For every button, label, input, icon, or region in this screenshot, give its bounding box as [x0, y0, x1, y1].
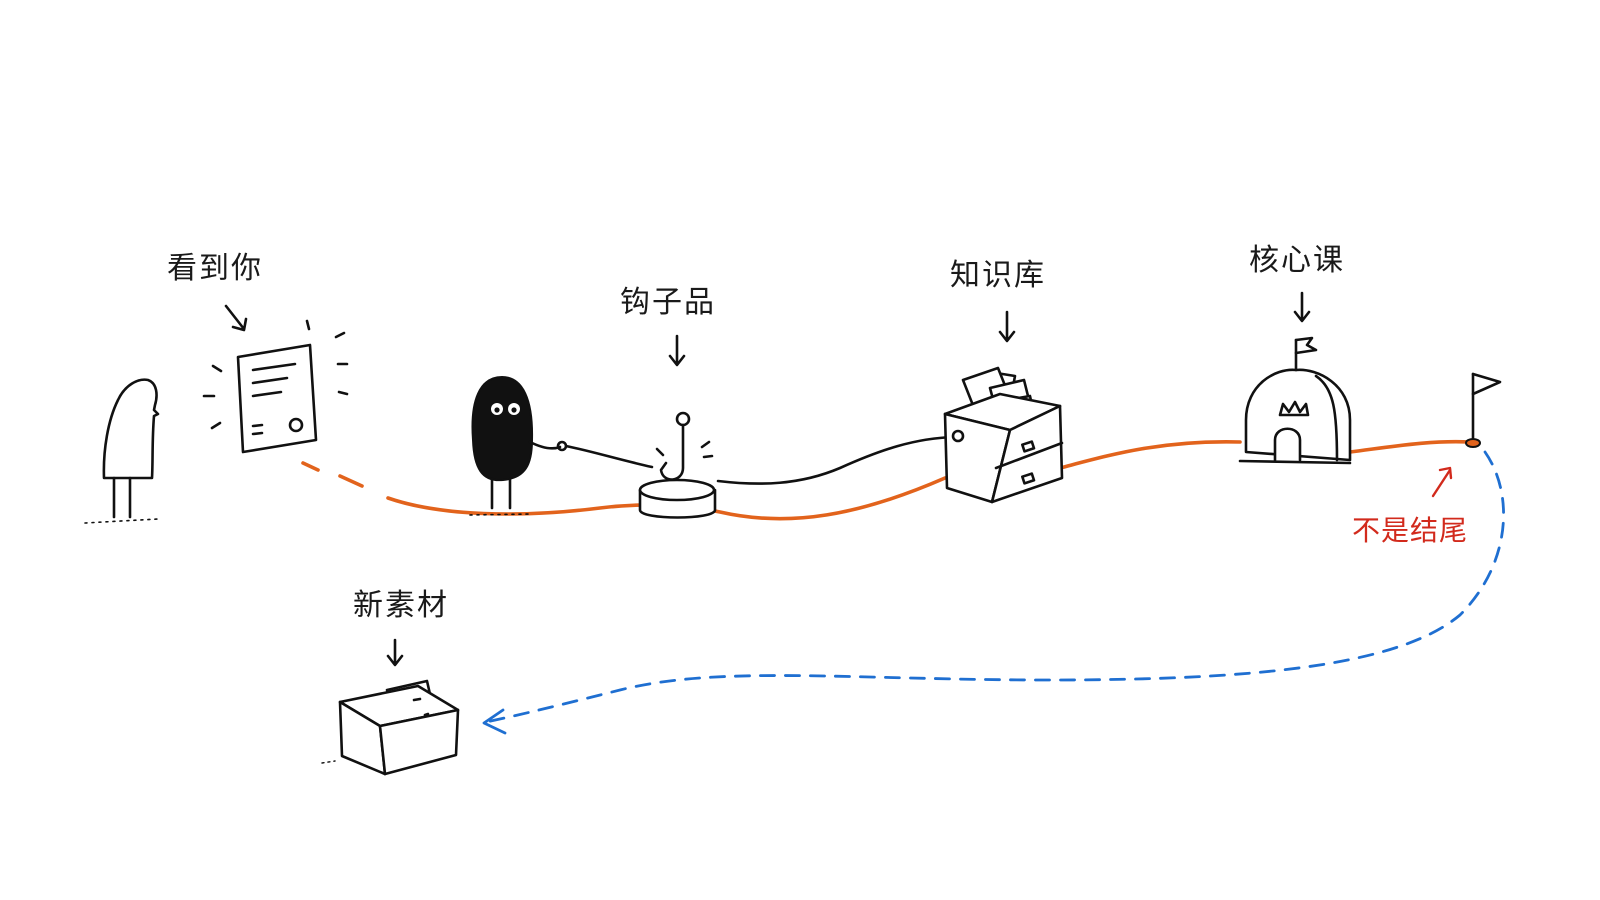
- drawer-cabinet-icon: [943, 366, 1064, 504]
- label-see-you: 看到你: [167, 251, 263, 286]
- label-new-material: 新素材: [353, 588, 449, 623]
- journey-path-segment-3: [1348, 439, 1472, 454]
- black-creature-icon: [469, 375, 568, 516]
- label-new-material-arrow: [386, 638, 404, 667]
- label-core-course-arrow: [1293, 291, 1311, 323]
- loop-path: [482, 450, 1505, 735]
- journey-path-dashed-start: [301, 461, 364, 488]
- label-knowledge-base-arrow: [998, 310, 1016, 343]
- goal-flag-icon: [1465, 372, 1502, 448]
- crown-dome-icon: [1238, 336, 1352, 465]
- glowing-post-icon: [202, 319, 349, 454]
- label-hook-arrow: [668, 334, 686, 367]
- creature-rope: [564, 444, 654, 469]
- label-not-the-end: 不是结尾: [1352, 514, 1468, 547]
- fishing-hook-icon: [638, 411, 717, 519]
- journey-path-segment-2: [1058, 440, 1242, 470]
- material-box-icon: [321, 679, 460, 776]
- not-end-arrow-icon: [1431, 466, 1453, 498]
- loop-arrowhead: [482, 708, 507, 735]
- loop-path-line: [484, 450, 1505, 724]
- hook-rope: [716, 435, 957, 485]
- label-see-you-arrow: [224, 304, 248, 332]
- label-hook: 钩子品: [620, 285, 716, 320]
- person-icon: [84, 378, 160, 524]
- label-core-course: 核心课: [1249, 243, 1345, 278]
- label-knowledge-base: 知识库: [950, 258, 1046, 293]
